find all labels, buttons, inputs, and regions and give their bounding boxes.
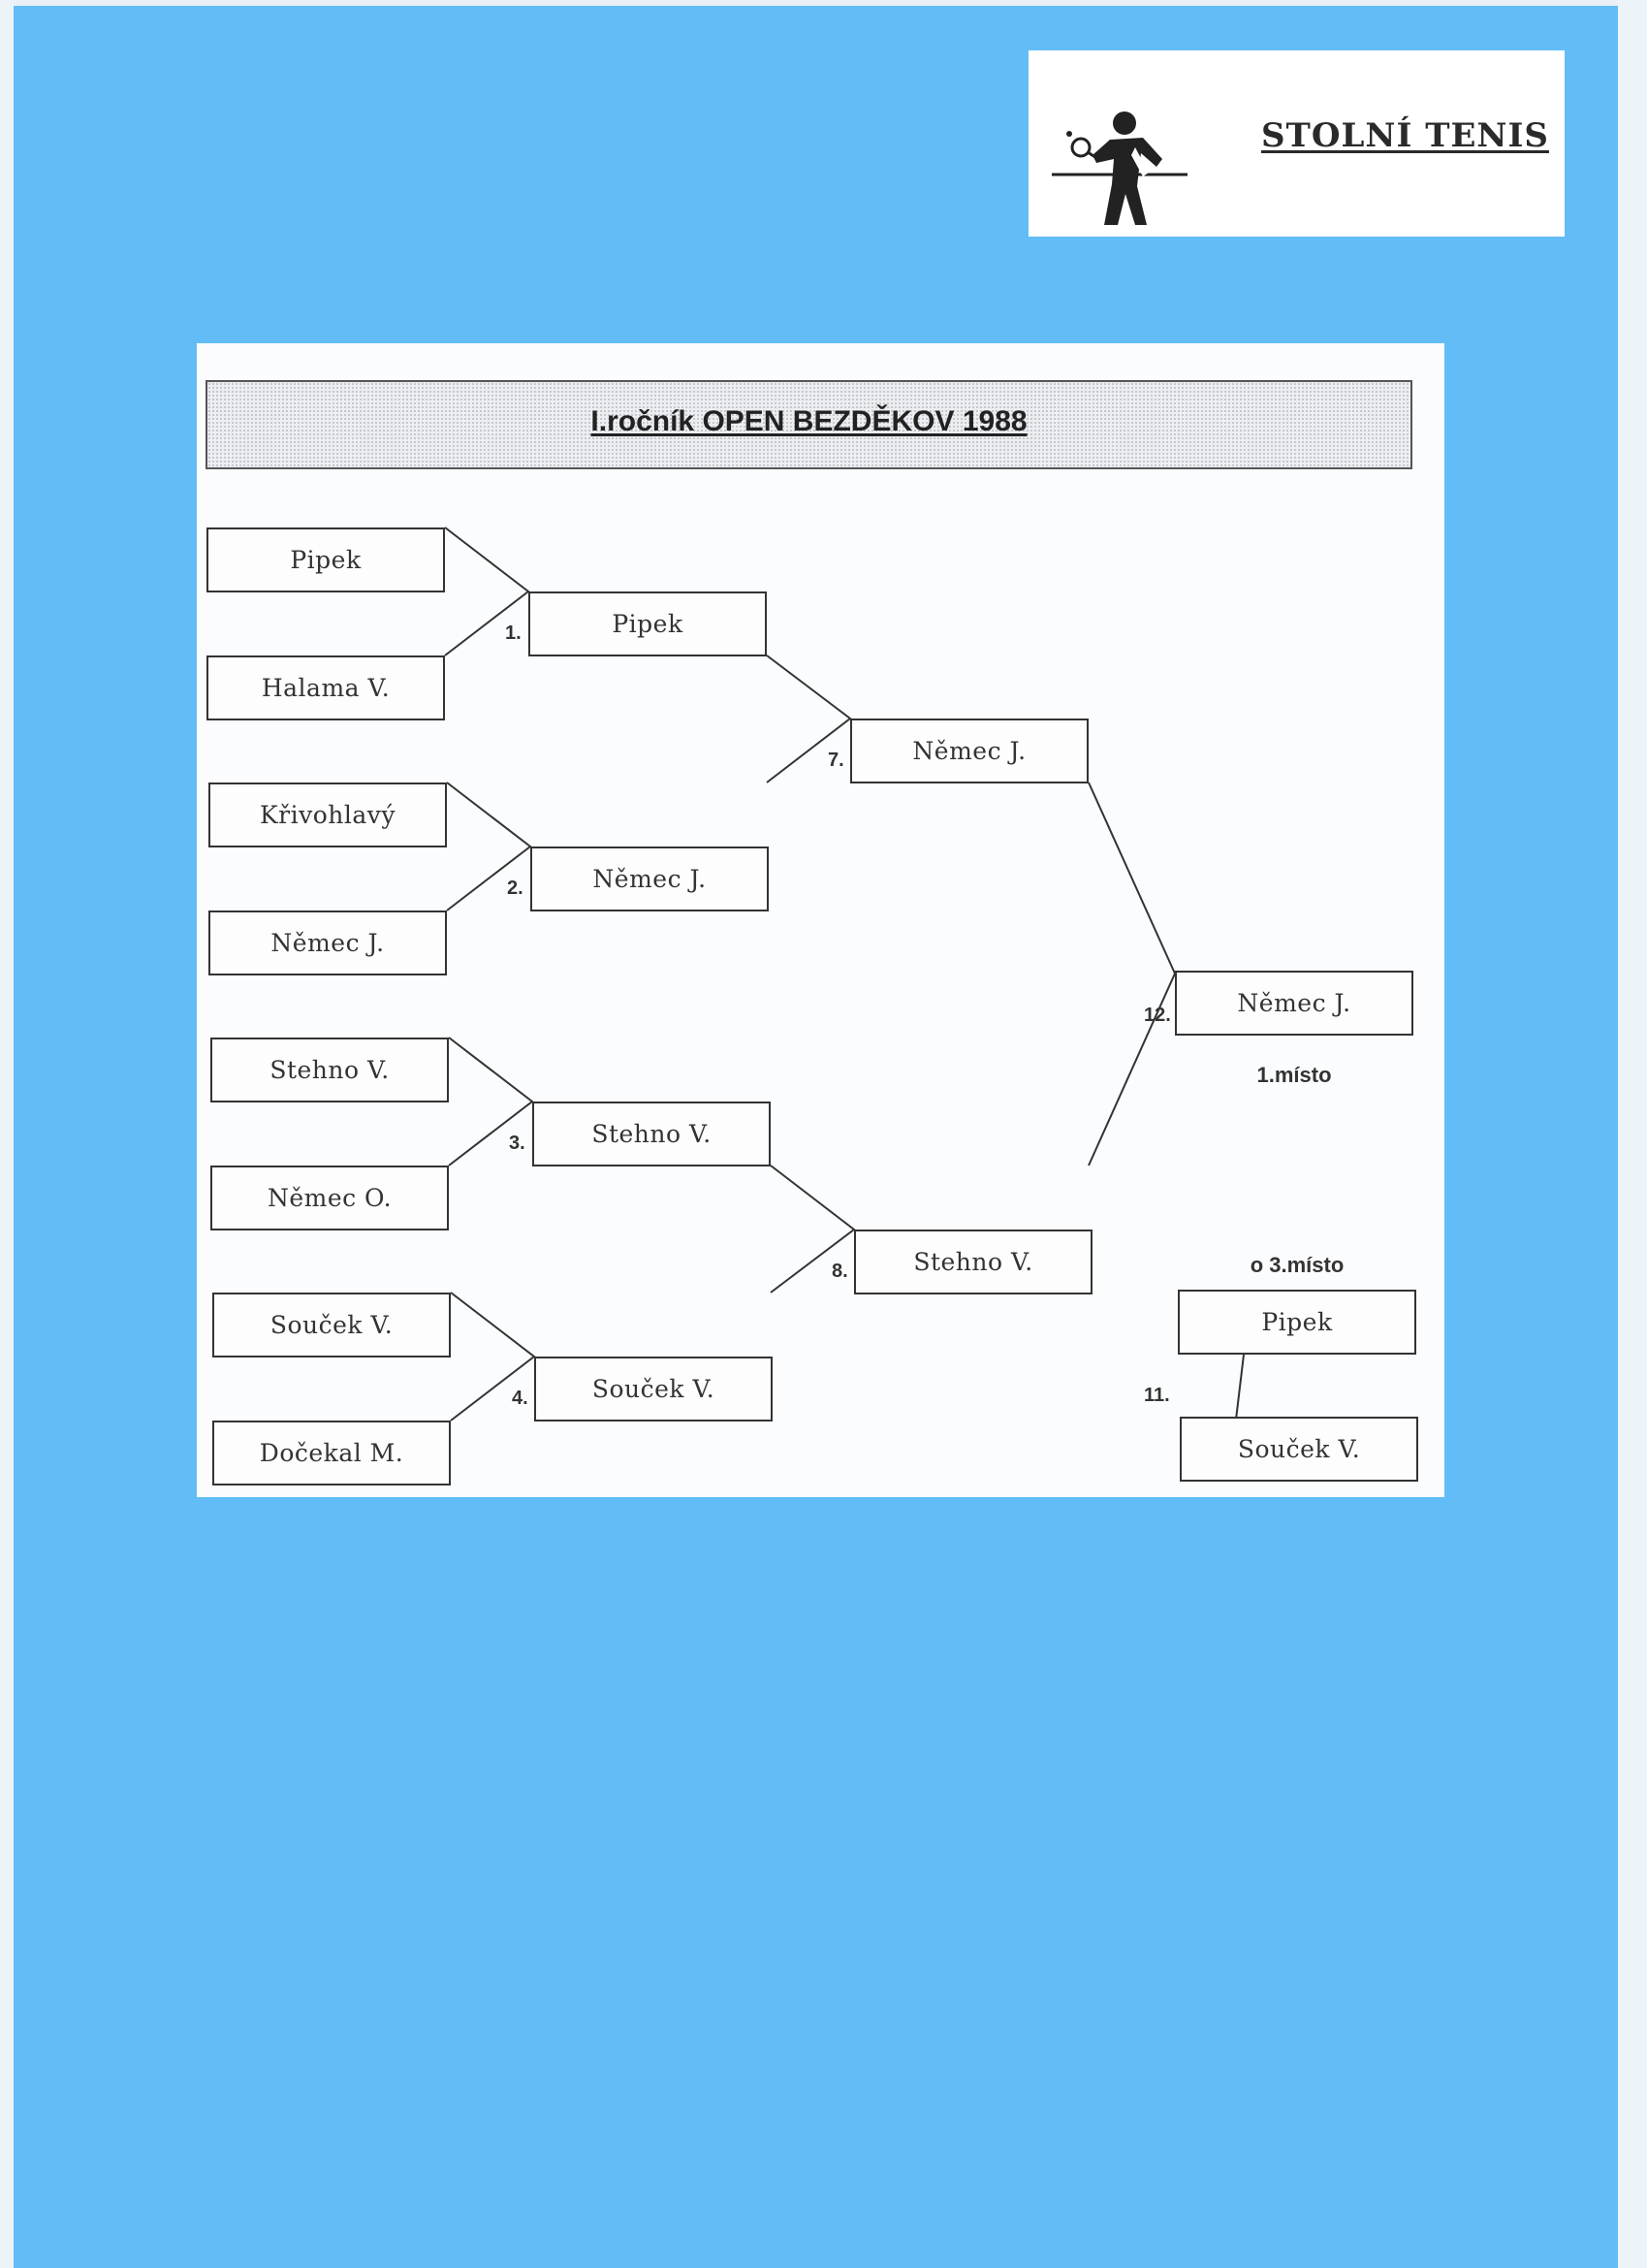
match-number-1: 1. xyxy=(505,623,522,644)
title-banner: I.ročník OPEN BEZDĚKOV 1988 xyxy=(206,380,1412,469)
table-tennis-player-icon xyxy=(1052,112,1188,225)
bracket-title: I.ročník OPEN BEZDĚKOV 1988 xyxy=(590,405,1028,437)
semifinal-winner-1: Němec J. xyxy=(850,719,1089,783)
sport-label-card: STOLNÍ TENIS xyxy=(1029,50,1565,237)
quarterfinal-winner-1: Pipek xyxy=(528,591,767,656)
round1-slot-6: Němec O. xyxy=(210,1166,449,1230)
round1-slot-7: Souček V. xyxy=(212,1293,451,1358)
round1-slot-4: Němec J. xyxy=(208,910,447,975)
quarterfinal-winner-2: Němec J. xyxy=(530,847,769,911)
round1-slot-5: Stehno V. xyxy=(210,1038,449,1102)
sport-label-text: STOLNÍ TENIS xyxy=(1261,116,1549,155)
match-number-8: 8. xyxy=(832,1261,848,1282)
match-number-11: 11. xyxy=(1144,1385,1170,1406)
third-place-player-1: Pipek xyxy=(1178,1290,1416,1355)
first-place-label: 1.místo xyxy=(1256,1063,1332,1087)
match-number-7: 7. xyxy=(828,750,844,771)
connector-third-place xyxy=(1235,1354,1245,1421)
connector-sf-m12 xyxy=(1088,782,1177,1166)
match-number-3: 3. xyxy=(509,1133,525,1154)
match-number-4: 4. xyxy=(512,1388,528,1409)
scan-left-edge xyxy=(0,0,14,2268)
final-winner: Němec J. xyxy=(1175,971,1413,1036)
scan-top-edge xyxy=(0,0,1647,6)
match-number-12: 12. xyxy=(1144,1005,1171,1026)
tournament-bracket-sheet: I.ročník OPEN BEZDĚKOV 1988 Pipek Halama… xyxy=(197,343,1444,1497)
quarterfinal-winner-4: Souček V. xyxy=(534,1357,773,1421)
round1-slot-1: Pipek xyxy=(206,527,445,592)
third-place-player-2: Souček V. xyxy=(1180,1417,1418,1482)
match-number-2: 2. xyxy=(507,878,523,899)
third-place-heading: o 3.místo xyxy=(1250,1253,1345,1277)
scan-right-edge xyxy=(1618,0,1647,2268)
round1-slot-2: Halama V. xyxy=(206,655,445,720)
round1-slot-8: Dočekal M. xyxy=(212,1421,451,1485)
quarterfinal-winner-3: Stehno V. xyxy=(532,1102,771,1166)
semifinal-winner-2: Stehno V. xyxy=(854,1230,1093,1294)
round1-slot-3: Křivohlavý xyxy=(208,783,447,847)
